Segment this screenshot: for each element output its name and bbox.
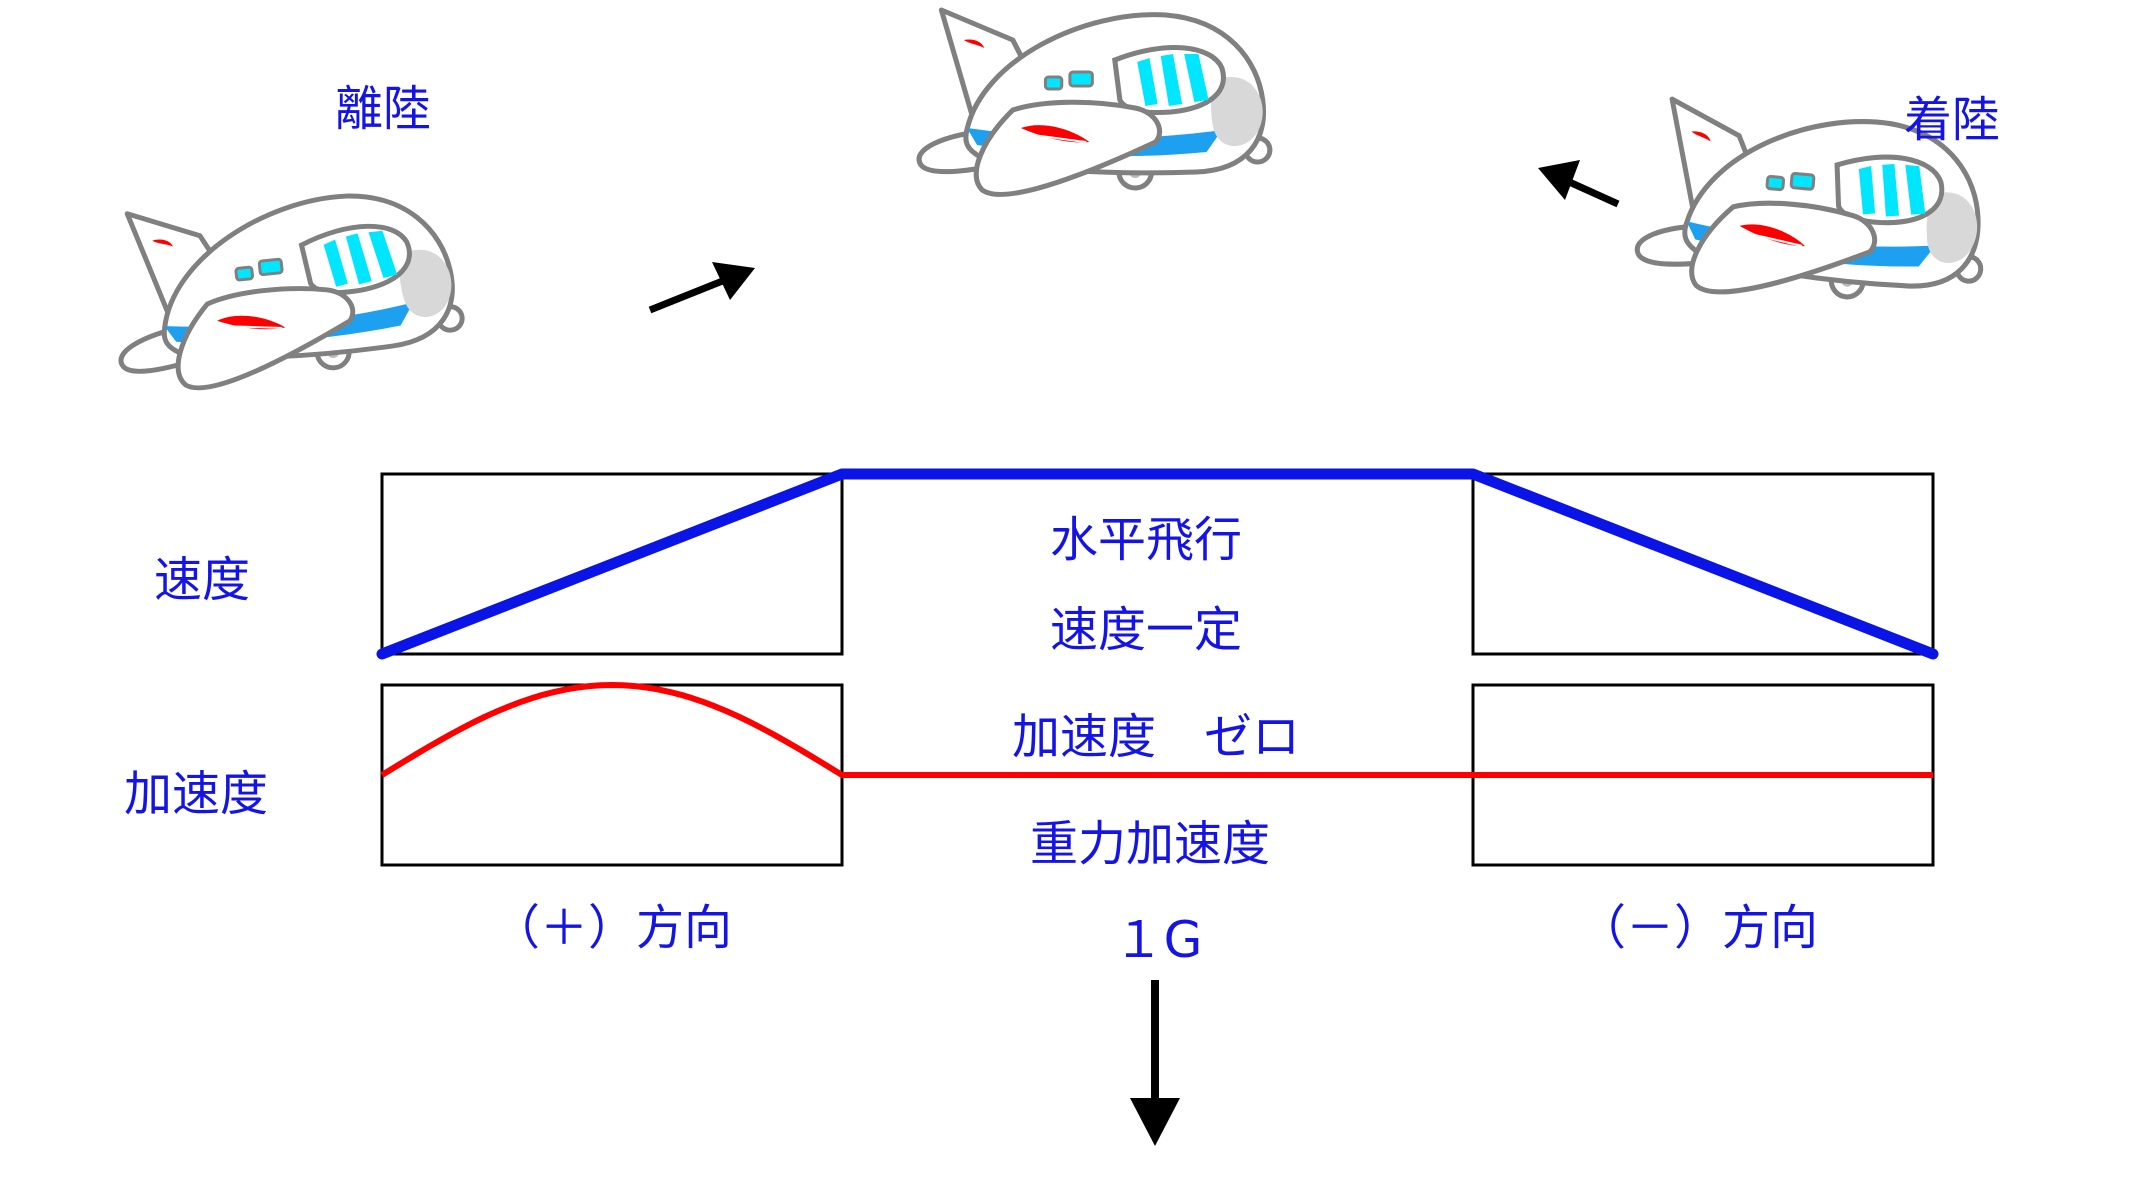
acceleration-row-label: 加速度 [124,766,268,822]
arrow-up-left-head [1538,160,1580,200]
gravity-acceleration-label: 重力加速度 [1030,816,1270,872]
airplane-cruise-icon [919,10,1270,194]
speed-frame-landing [1471,472,1935,656]
chart-layer [376,468,1939,778]
speed-frame-takeoff [380,472,844,656]
level-flight-label: 水平飛行 [1050,512,1242,568]
takeoff-label: 離陸 [335,81,431,137]
plus-direction-label: （＋）方向 [492,900,732,956]
constant-speed-label: 速度一定 [1050,602,1242,658]
acceleration-line [380,682,1933,778]
acceleration-frame-takeoff [380,683,844,867]
minus-direction-label: （－）方向 [1578,900,1818,956]
speed-row-label: 速度 [154,552,250,608]
airplane-takeoff-icon [105,181,466,396]
one-g-label: １G [1114,911,1203,969]
landing-label: 着陸 [1904,92,2000,148]
speed-line [376,468,1939,660]
zero-acceleration-label: 加速度 ゼロ [1012,709,1300,765]
arrow-up-right-head [712,262,755,300]
arrow-down-head [1130,1098,1180,1146]
